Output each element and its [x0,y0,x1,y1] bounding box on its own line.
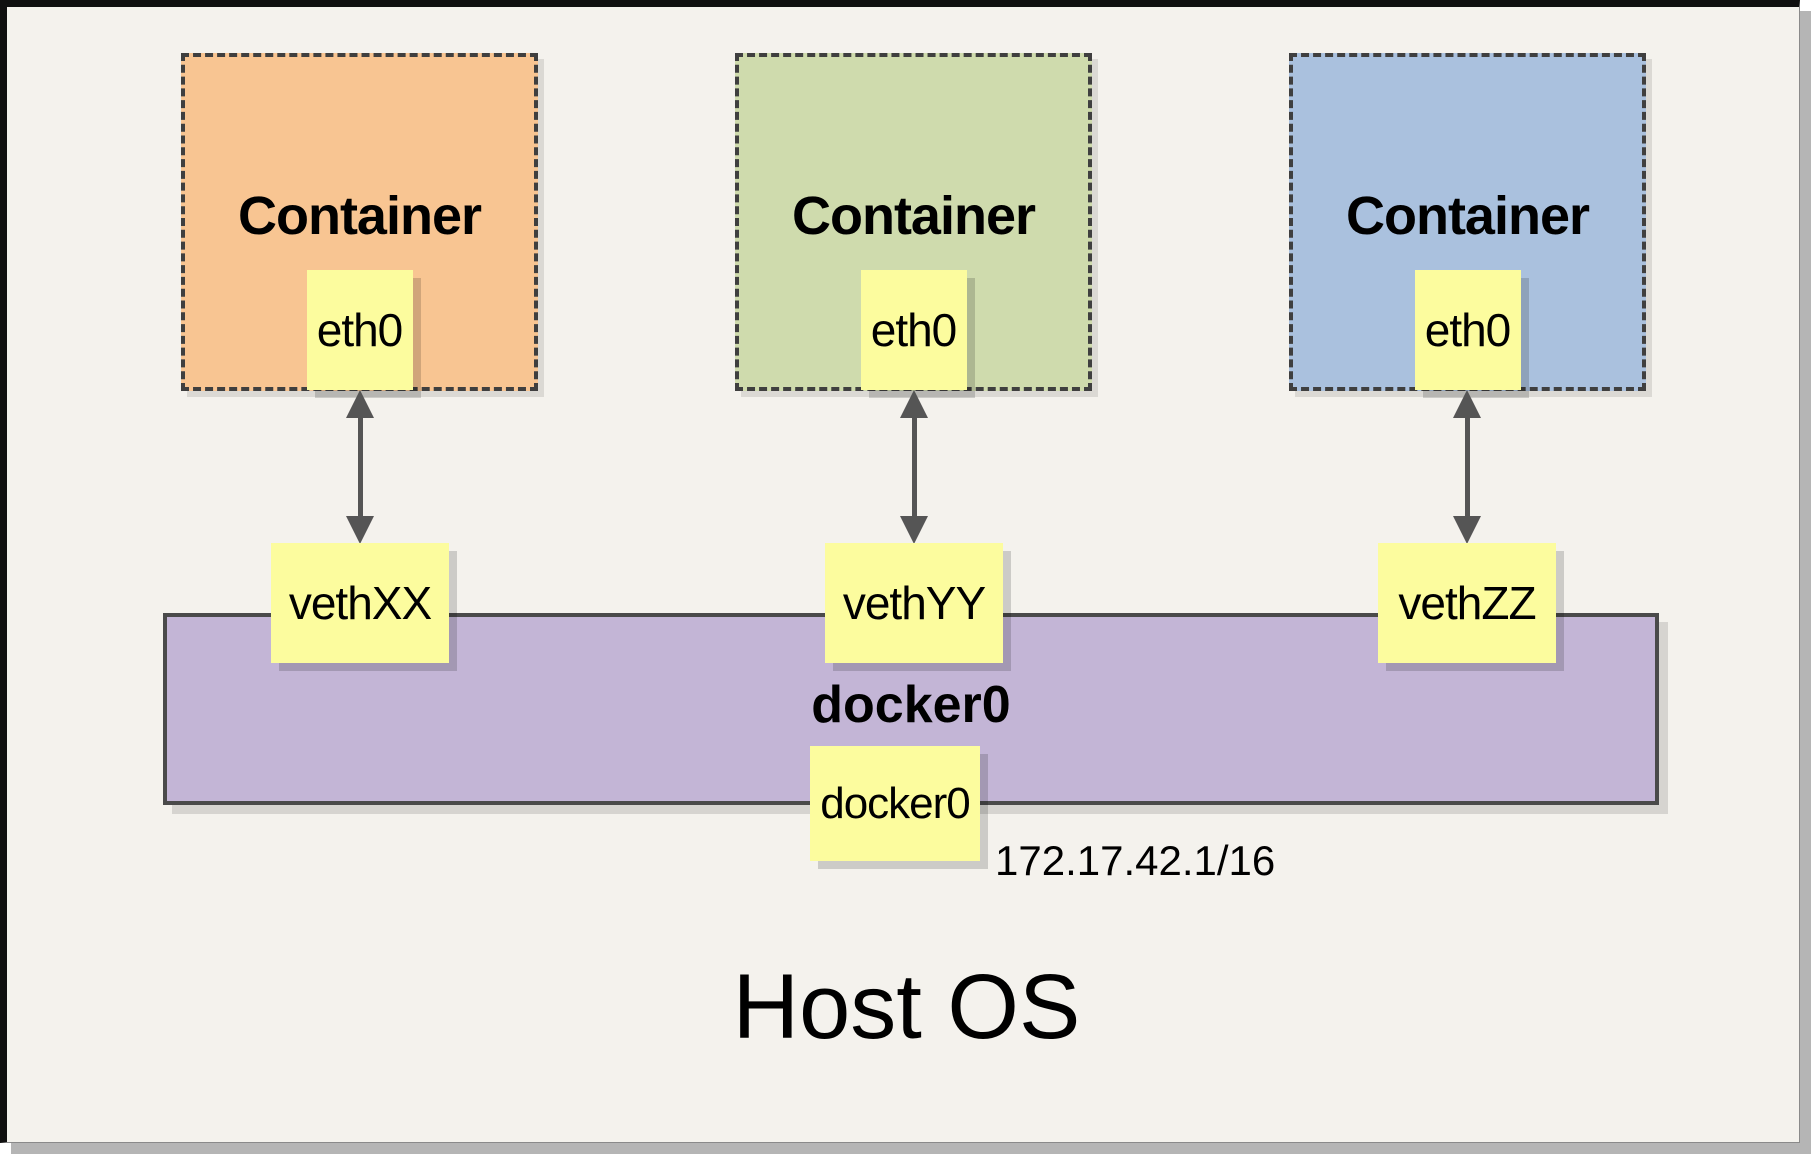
docker0-interface-note: docker0 [810,746,980,861]
link-arrow-1 [345,390,375,544]
container-3-box: Container eth0 [1289,53,1646,391]
link-arrow-2 [899,390,929,544]
docker0-bridge-label: docker0 [811,676,1011,734]
arrow-down-head-icon [346,516,374,544]
container-2-eth0-note: eth0 [860,270,967,390]
arrow-up-head-icon [346,390,374,418]
container-1-box: Container eth0 [181,53,538,391]
arrow-shaft [1464,418,1470,516]
arrow-shaft [357,418,363,516]
arrow-down-head-icon [1453,516,1481,544]
container-1-label: Container [237,186,482,246]
arrow-down-head-icon [900,516,928,544]
vethYY-note: vethYY [825,543,1003,663]
bridge-ip-label: 172.17.42.1/16 [995,837,1276,884]
container-2-box: Container eth0 [735,53,1092,391]
host-os-title: Host OS [732,956,1081,1058]
vethZZ-note: vethZZ [1378,543,1556,663]
container-1-eth0-note: eth0 [306,270,413,390]
arrow-shaft [911,418,917,516]
container-3-eth0-note: eth0 [1414,270,1521,390]
link-arrow-3 [1452,390,1482,544]
arrow-up-head-icon [1453,390,1481,418]
vethXX-note: vethXX [271,543,449,663]
arrow-up-head-icon [900,390,928,418]
container-3-label: Container [1345,186,1590,246]
container-2-label: Container [791,186,1036,246]
